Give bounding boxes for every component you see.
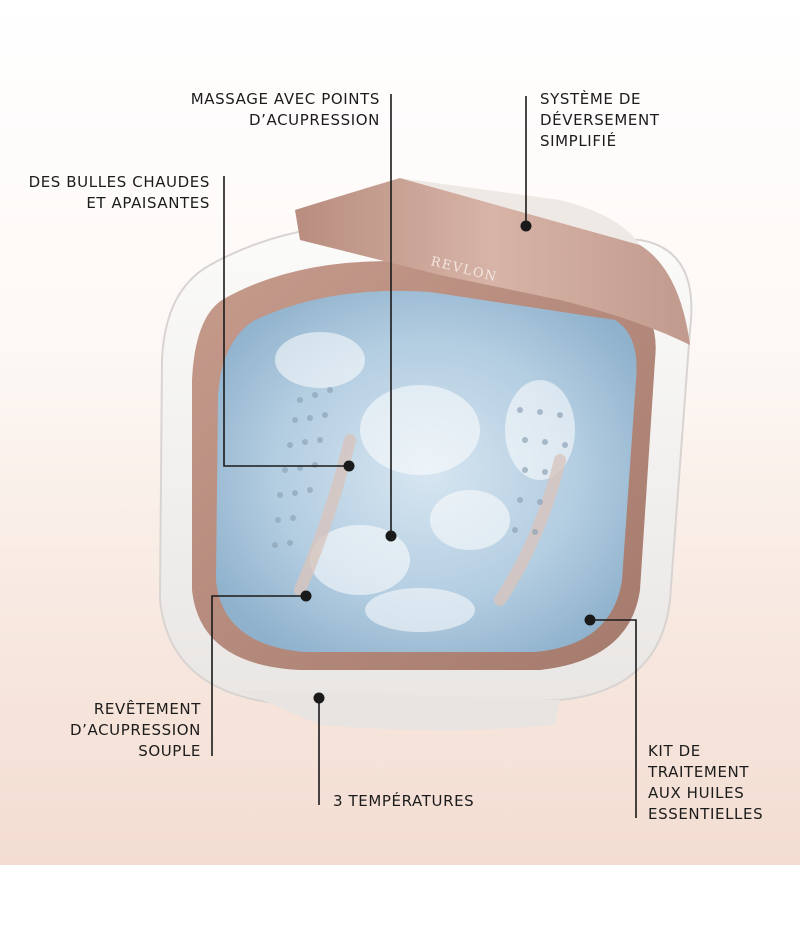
dot-soft-coating — [300, 590, 312, 602]
band-top-rim — [400, 178, 640, 245]
acupressure-nubs — [272, 387, 568, 548]
callout-easy-drain: SYSTÈME DE DÉVERSEMENT SIMPLIFIÉ — [540, 90, 660, 150]
dot-temperatures — [313, 692, 325, 704]
callout-acupressure-points: MASSAGE AVEC POINTS D’ACUPRESSION — [190, 90, 380, 129]
dot-oil-kit — [584, 614, 596, 626]
leader-bubbles — [223, 176, 348, 467]
leader-soft-coating — [211, 595, 306, 756]
dot-easy-drain — [520, 220, 532, 232]
callout-oil-kit: KIT DE TRAITEMENT AUX HUILES ESSENTIELLE… — [648, 742, 764, 823]
dot-bubbles — [343, 460, 355, 472]
callout-soft-coating: REVÊTEMENT D’ACUPRESSION SOUPLE — [69, 700, 201, 760]
leader-oil-kit — [591, 619, 637, 818]
rose-gold-band — [295, 178, 690, 345]
callout-temperatures: 3 TEMPÉRATURES — [333, 792, 475, 810]
callout-bubbles: DES BULLES CHAUDES ET APAISANTES — [28, 173, 210, 212]
dot-acupressure-points — [385, 530, 397, 542]
bubbles-texture — [275, 332, 575, 632]
